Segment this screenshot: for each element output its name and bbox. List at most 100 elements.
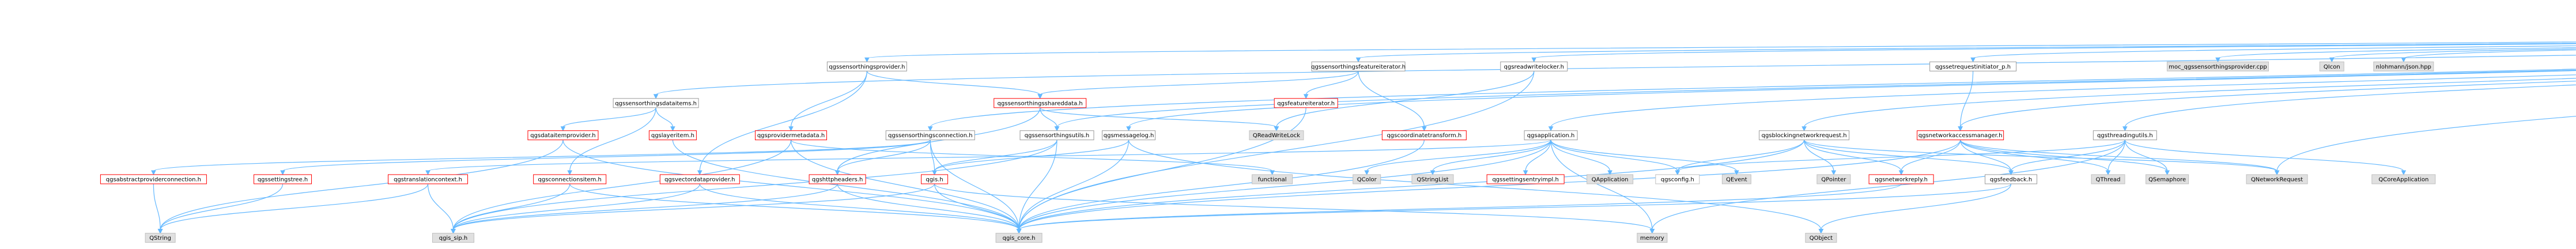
node-sensorthingsfeatureiterator_h[interactable]: qgssensorthingsfeatureiterator.h xyxy=(1311,61,1406,71)
node-QString[interactable]: QString xyxy=(145,233,176,243)
node-sensorthingsdataitems_h[interactable]: qgssensorthingsdataitems.h xyxy=(613,98,699,108)
edge-blockingnetworkrequest_h-to-networkreply_h xyxy=(1804,139,1904,176)
edge-connectionsitem_h-to-qgis_sip_h xyxy=(451,183,571,234)
edge-line xyxy=(1525,139,1551,171)
node-QCoreApplication[interactable]: QCoreApplication xyxy=(2371,174,2436,184)
node-QIcon[interactable]: QIcon xyxy=(2319,61,2344,71)
node-networkaccessmanager_h[interactable]: qgsnetworkaccessmanager.h xyxy=(1917,130,2004,141)
node-box xyxy=(1311,61,1406,71)
node-label: qgsthreadingutils.h xyxy=(2097,133,2153,139)
edge-line xyxy=(1960,139,2012,172)
node-sensorthingsutils_h[interactable]: qgssensorthingsutils.h xyxy=(1019,130,1094,141)
node-dataitemprovider_h[interactable]: qgsdataitemprovider.h xyxy=(527,130,599,141)
node-label: qgssensorthingsfeatureiterator.h xyxy=(1311,64,1406,70)
node-label: qgssensorthingsdataitems.h xyxy=(615,100,697,107)
edge-sensorthingsdataitems_h-to-layeritem_h xyxy=(655,107,675,131)
edge-line xyxy=(930,139,1019,230)
node-QPointer[interactable]: QPointer xyxy=(1816,174,1851,184)
node-QStringList[interactable]: QStringList xyxy=(1411,174,1454,184)
edge-line xyxy=(837,107,1041,171)
node-qgis_h[interactable]: qgis.h xyxy=(921,174,949,184)
node-messagelog_h[interactable]: qgsmessagelog.h xyxy=(1102,130,1156,141)
edge-arrowhead xyxy=(1422,126,1427,131)
node-QReadWriteLock[interactable]: QReadWriteLock xyxy=(1249,130,1304,141)
node-providermetadata_h[interactable]: qgsprovidermetadata.h xyxy=(755,130,828,141)
edge-arrowhead xyxy=(1126,126,1131,131)
node-sensorthingsprovider_h[interactable]: qgssensorthingsprovider.h xyxy=(826,61,907,71)
node-blockingnetworkrequest_h[interactable]: qgsblockingnetworkrequest.h xyxy=(1759,130,1850,141)
node-translationcontext_h[interactable]: qgstranslationcontext.h xyxy=(388,174,469,184)
node-QObject[interactable]: QObject xyxy=(1805,233,1837,243)
node-feedback_h[interactable]: qgsfeedback.h xyxy=(1985,174,2038,184)
edge-networkreply_h-to-qgis_core_h xyxy=(1016,183,1902,234)
edge-root-to-blockingnetworkrequest_h xyxy=(1801,78,2576,131)
node-readerwritelocker_h[interactable]: qgsreadwritelocker.h xyxy=(1500,61,1568,71)
edge-sensorthingsprovider_h-to-providermetadata_h xyxy=(788,71,867,131)
node-label: functional xyxy=(1258,176,1287,183)
node-coordinatetransform_h[interactable]: qgscoordinatetransform.h xyxy=(1381,130,1467,141)
node-label: qgshttpheaders.h xyxy=(812,176,863,183)
node-box xyxy=(1381,130,1467,141)
edge-line xyxy=(2124,139,2168,172)
edge-arrowhead xyxy=(567,170,572,176)
node-nlohmann_json_hpp[interactable]: nlohmann/json.hpp xyxy=(2373,61,2434,71)
node-label: QColor xyxy=(1357,176,1377,183)
node-qgis_sip_h[interactable]: qgis_sip.h xyxy=(432,233,474,243)
node-functional[interactable]: functional xyxy=(1252,174,1293,184)
edge-blockingnetworkrequest_h-to-QPointer xyxy=(1804,139,1837,176)
edge-line xyxy=(1018,139,1961,230)
node-QColor[interactable]: QColor xyxy=(1353,174,1381,184)
node-QSemaphore[interactable]: QSemaphore xyxy=(2146,174,2189,184)
edge-line xyxy=(1901,139,1961,172)
edge-arrowhead xyxy=(1355,57,1361,63)
edge-translationcontext_h-to-QString xyxy=(157,183,429,234)
node-sensorthingsconnection_h[interactable]: qgssensorthingsconnection.h xyxy=(885,130,975,141)
edge-line xyxy=(2217,47,2576,59)
edge-line xyxy=(1128,70,2576,127)
node-QEvent[interactable]: QEvent xyxy=(1721,174,1751,184)
node-box xyxy=(1587,174,1634,184)
node-QThread[interactable]: QThread xyxy=(2091,174,2125,184)
node-featureiterator_h[interactable]: qgsfeatureiterator.h xyxy=(1274,98,1338,108)
node-networkreply_h[interactable]: qgsnetworkreply.h xyxy=(1868,174,1934,184)
node-box xyxy=(2091,174,2125,184)
edge-application_h-to-memory xyxy=(1550,139,1655,234)
edge-line xyxy=(1804,139,1902,172)
node-QNetworkRequest[interactable]: QNetworkRequest xyxy=(2246,174,2308,184)
node-application_h[interactable]: qgsapplication.h xyxy=(1524,130,1578,141)
node-settingstree_h[interactable]: qgssettingstree.h xyxy=(254,174,312,184)
node-moc_cpp[interactable]: moc_qgssensorthingsprovider.cpp xyxy=(2167,61,2269,71)
edge-application_h-to-translationcontext_h xyxy=(425,139,1551,176)
edge-line xyxy=(1550,139,1678,172)
node-vectordataprovider_h[interactable]: qgsvectordataprovider.h xyxy=(659,174,740,184)
node-qgis_core_h[interactable]: qgis_core.h xyxy=(995,233,1043,243)
edge-line xyxy=(1018,107,1306,230)
node-label: qgssetrequestinitiator_p.h xyxy=(1935,64,2011,70)
node-box xyxy=(809,174,866,184)
node-label: qgssettingstree.h xyxy=(258,176,308,183)
edge-line xyxy=(1056,69,2576,127)
edge-line xyxy=(2010,139,2125,172)
node-sensorthingsshareddata_h[interactable]: qgssensorthingsshareddata.h xyxy=(994,98,1087,108)
node-box xyxy=(432,233,474,243)
edge-application_h-to-settingsentryimpl_h xyxy=(1523,139,1551,176)
node-label: moc_qgssensorthingsprovider.cpp xyxy=(2169,64,2267,70)
node-abstractproviderconnection_h[interactable]: qgsabstractproviderconnection.h xyxy=(100,174,207,184)
node-box xyxy=(1524,130,1578,141)
node-setrequestinitiator_p_h[interactable]: qgssetrequestinitiator_p.h xyxy=(1929,61,2017,71)
edge-root-to-messagelog_h xyxy=(1126,70,2576,131)
node-box xyxy=(1759,130,1850,141)
node-label: qgsconnectionsitem.h xyxy=(538,176,602,183)
node-httpheaders_h[interactable]: qgshttpheaders.h xyxy=(809,174,866,184)
node-memory[interactable]: memory xyxy=(1637,233,1668,243)
node-connectionsitem_h[interactable]: qgsconnectionsitem.h xyxy=(533,174,607,184)
node-threadingutils_h[interactable]: qgsthreadingutils.h xyxy=(2092,130,2157,141)
edge-line xyxy=(1960,71,1974,127)
node-settingsentryimpl_h[interactable]: qgssettingsentryimpl.h xyxy=(1486,174,1565,184)
node-config_h[interactable]: qgsconfig.h xyxy=(1655,174,1700,184)
node-QApplication[interactable]: QApplication xyxy=(1587,174,1634,184)
edge-line xyxy=(452,183,700,230)
node-layeritem_h[interactable]: qgslayeritem.h xyxy=(648,130,697,141)
edge-arrowhead xyxy=(670,126,675,131)
edge-line xyxy=(1550,139,1653,230)
